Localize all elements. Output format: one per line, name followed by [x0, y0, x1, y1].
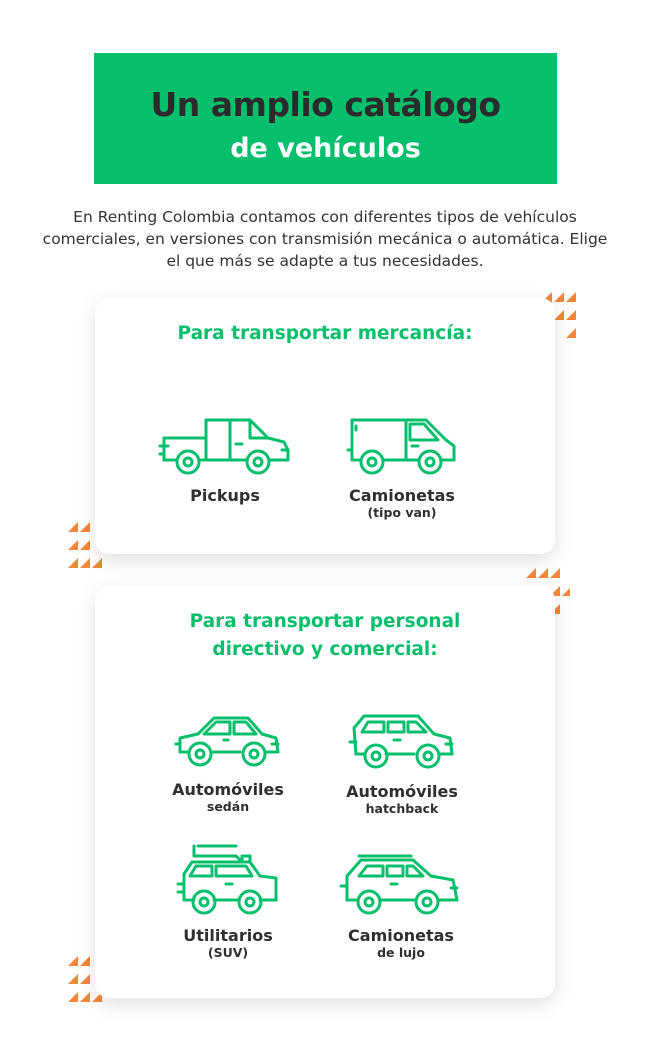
title-banner: Un amplio catálogo de vehículos: [94, 53, 557, 184]
suv-icon: [176, 844, 278, 915]
top-right-triangle-decoration: [542, 292, 576, 338]
sedan-label: Automóviles: [172, 780, 284, 799]
luxury-suv-sublabel: de lujo: [377, 945, 425, 960]
middle-left-triangle-decoration: [68, 522, 102, 568]
sedan-sublabel: sedán: [206, 799, 250, 814]
page-subtitle: de vehículos: [230, 133, 421, 164]
sedan-car-icon: [174, 716, 280, 767]
luxury-suv-label: Camionetas: [348, 926, 454, 945]
personnel-section-title-line2: directivo y comercial:: [212, 639, 438, 660]
pickup-truck-icon: [158, 418, 290, 475]
page-title: Un amplio catálogo: [150, 85, 502, 124]
luxury-suv-item: Camionetas de lujo: [325, 854, 477, 960]
hatchback-item: Automóviles hatchback: [327, 712, 477, 816]
pickups-label: Pickups: [190, 486, 260, 505]
vans-sublabel: (tipo van): [367, 505, 437, 520]
hatchback-sublabel: hatchback: [365, 801, 439, 816]
hatchback-label: Automóviles: [346, 782, 458, 801]
hatchback-car-icon: [348, 714, 454, 769]
pickups-item: Pickups: [150, 416, 300, 505]
suv-label: Utilitarios: [183, 926, 273, 945]
vans-item: Camionetas (tipo van): [327, 416, 477, 520]
bottom-left-triangle-decoration: [68, 956, 102, 1002]
cargo-vehicles-card: Para transportar mercancía: Pickups: [95, 298, 555, 554]
suv-item: Utilitarios (SUV): [153, 844, 303, 960]
van-icon: [346, 418, 456, 475]
vans-label: Camionetas: [349, 486, 455, 505]
personnel-vehicles-card: Para transportar personal directivo y co…: [95, 586, 555, 998]
intro-paragraph: En Renting Colombia contamos con diferen…: [42, 208, 608, 270]
luxury-suv-icon: [339, 854, 459, 915]
sedan-item: Automóviles sedán: [153, 714, 303, 814]
cargo-section-title: Para transportar mercancía:: [177, 323, 473, 344]
suv-sublabel: (SUV): [207, 945, 249, 960]
personnel-section-title-line1: Para transportar personal: [189, 611, 461, 632]
